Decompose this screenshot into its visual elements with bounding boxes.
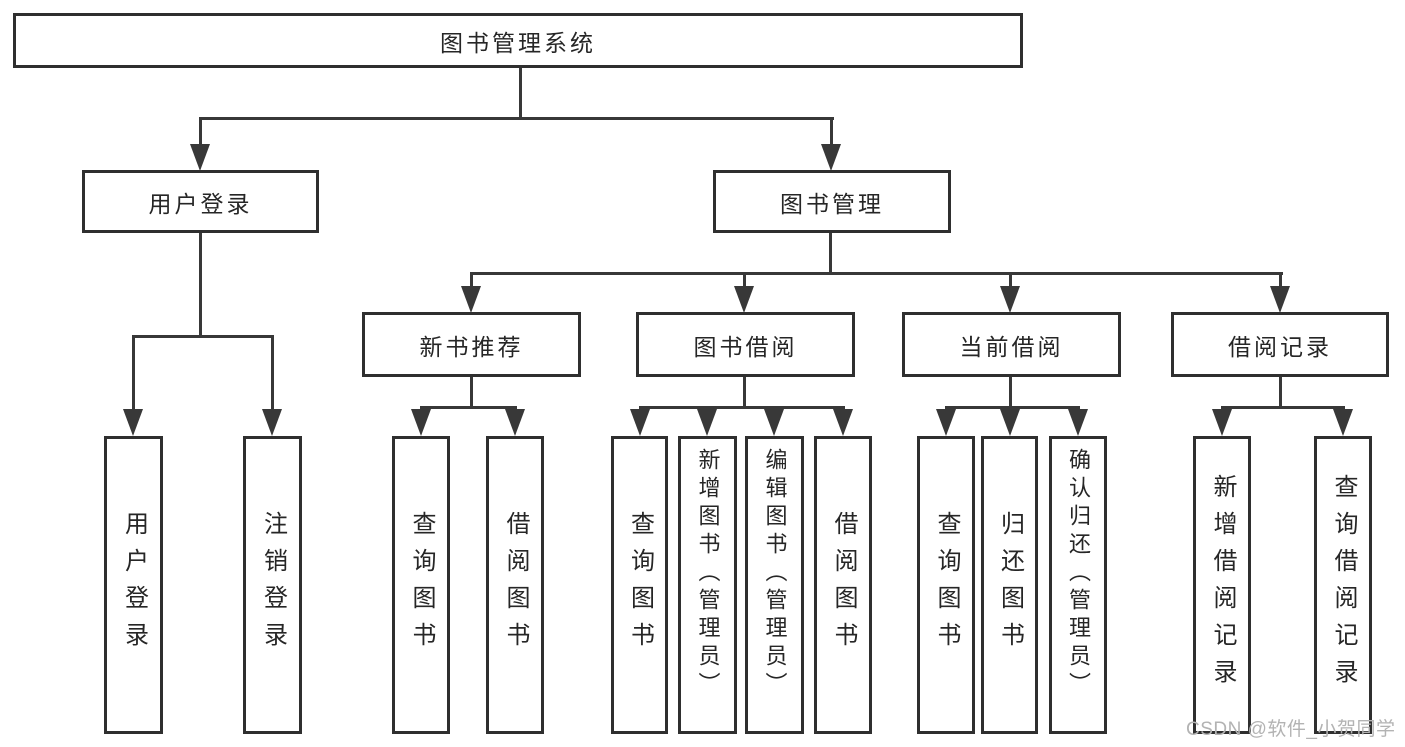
arrow-down-icon — [764, 409, 784, 436]
arrow-down-icon — [936, 409, 956, 436]
node-label: 图书借阅 — [693, 333, 798, 360]
connector-sub-vertical — [1279, 377, 1282, 408]
leaf-label: 归还图书 — [996, 511, 1024, 659]
leaf-label: 用户登录 — [120, 511, 148, 659]
arrow-down-icon — [505, 409, 525, 436]
connector-stub — [1279, 272, 1282, 288]
node-label: 借阅记录 — [1228, 333, 1332, 360]
connector-sub-vertical — [743, 377, 746, 408]
node-label: 新书推荐 — [419, 333, 524, 360]
connector-level2-horizontal — [470, 272, 1283, 275]
arrow-down-icon — [262, 409, 282, 436]
connector-sub-vertical — [1009, 377, 1012, 408]
connector-sub-vertical — [470, 377, 473, 408]
arrow-down-icon — [734, 286, 754, 313]
leaf-label: 查询图书 — [408, 511, 435, 659]
connector-trunk-vertical — [519, 68, 522, 117]
leaf-user-login: 用户登录 — [104, 436, 163, 734]
leaf-label: 确认归还（管理员） — [1066, 448, 1091, 700]
leaf-cb-confirm-return-admin: 确认归还（管理员） — [1049, 436, 1107, 734]
leaf-cb-return-books: 归还图书 — [981, 436, 1038, 734]
leaf-cb-query-books: 查询图书 — [917, 436, 975, 734]
arrow-down-icon — [411, 409, 431, 436]
leaf-label: 新增借阅记录 — [1209, 474, 1236, 696]
node-new-book-recommend: 新书推荐 — [362, 312, 581, 377]
node-borrowing-records: 借阅记录 — [1171, 312, 1389, 377]
connector-drop — [271, 335, 274, 413]
connector-bookmgmt-vertical — [829, 233, 832, 274]
node-root-system: 图书管理系统 — [13, 13, 1023, 68]
connector-sub-horizontal — [1221, 406, 1345, 409]
connector-stub — [743, 272, 746, 288]
node-label: 图书管理 — [780, 190, 884, 217]
arrow-down-icon — [1000, 286, 1020, 313]
leaf-label: 查询图书 — [933, 511, 960, 659]
connector-sub-horizontal — [420, 406, 517, 409]
node-book-borrowing: 图书借阅 — [636, 312, 855, 377]
node-current-borrowing: 当前借阅 — [902, 312, 1121, 377]
leaf-label: 查询借阅记录 — [1330, 474, 1357, 696]
leaf-label: 编辑图书（管理员） — [762, 448, 788, 700]
node-label: 用户登录 — [148, 190, 253, 217]
csdn-watermark: CSDN @软件_小贺同学 — [1186, 719, 1396, 740]
arrow-down-icon — [821, 144, 841, 171]
arrow-down-icon — [630, 409, 650, 436]
leaf-label: 借阅图书 — [502, 511, 529, 659]
leaf-br-query-record: 查询借阅记录 — [1314, 436, 1372, 734]
leaf-rec-query-books: 查询图书 — [392, 436, 450, 734]
connector-userlogin-horizontal — [132, 335, 274, 338]
connector-sub-horizontal — [945, 406, 1080, 409]
arrow-down-icon — [123, 409, 143, 436]
leaf-rec-borrow-books: 借阅图书 — [486, 436, 544, 734]
leaf-label: 注销登录 — [259, 511, 287, 659]
connector-stub — [199, 117, 202, 147]
node-user-login: 用户登录 — [82, 170, 319, 233]
connector-sub-horizontal — [639, 406, 845, 409]
leaf-logout: 注销登录 — [243, 436, 302, 734]
arrow-down-icon — [1333, 409, 1353, 436]
leaf-bb-query-books: 查询图书 — [611, 436, 668, 734]
leaf-bb-borrow-books: 借阅图书 — [814, 436, 872, 734]
node-label: 当前借阅 — [959, 333, 1064, 360]
connector-stub — [470, 272, 473, 288]
leaf-label: 查询图书 — [626, 511, 654, 659]
arrow-down-icon — [461, 286, 481, 313]
connector-stub — [1009, 272, 1012, 288]
arrow-down-icon — [1212, 409, 1232, 436]
connector-level1-horizontal — [199, 117, 834, 120]
leaf-bb-add-books-admin: 新增图书（管理员） — [678, 436, 737, 734]
arrow-down-icon — [190, 144, 210, 171]
leaf-label: 新增图书（管理员） — [695, 448, 721, 700]
arrow-down-icon — [833, 409, 853, 436]
arrow-down-icon — [1000, 409, 1020, 436]
arrow-down-icon — [1270, 286, 1290, 313]
connector-userlogin-vertical — [199, 233, 202, 335]
leaf-label: 借阅图书 — [830, 511, 857, 659]
connector-stub — [830, 117, 833, 147]
connector-drop — [132, 335, 135, 413]
node-book-management: 图书管理 — [713, 170, 951, 233]
arrow-down-icon — [1068, 409, 1088, 436]
leaf-br-add-record: 新增借阅记录 — [1193, 436, 1251, 734]
node-label: 图书管理系统 — [440, 29, 596, 56]
arrow-down-icon — [697, 409, 717, 436]
leaf-bb-edit-books-admin: 编辑图书（管理员） — [745, 436, 804, 734]
